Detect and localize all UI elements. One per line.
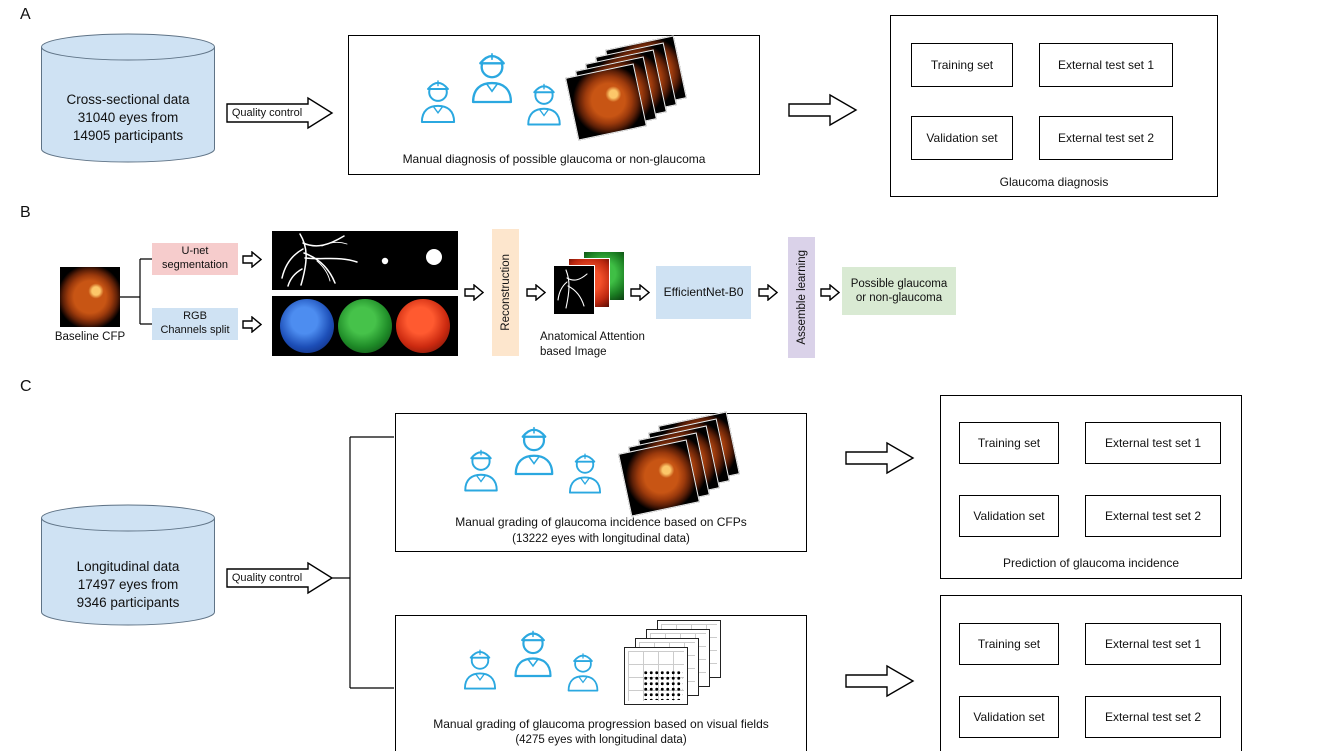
manual-diagnosis-caption: Manual diagnosis of possible glaucoma or… [402,152,706,166]
cross-sectional-data-cylinder: Cross-sectional data 31040 eyes from 149… [40,33,216,163]
external-test-set-1-box-c1: External test set 1 [1085,422,1221,464]
clinician-icon [420,79,456,123]
flow-arrow-icon [845,440,915,481]
manual-diagnosis-box: Manual diagnosis of possible glaucoma or… [348,35,760,175]
block-arrow-icon [226,96,334,130]
incidence-grading-box: Manual grading of glaucoma incidence bas… [395,411,807,552]
external-test-set-1-box-a: External test set 1 [1039,43,1173,87]
longitudinal-data-label: Longitudinal data 17497 eyes from 9346 p… [76,559,180,610]
reconstruction-box: Reconstruction [492,229,519,356]
flow-arrow-icon [242,250,263,273]
database-cylinder-icon [41,504,215,626]
flow-arrow-icon [526,283,547,306]
assemble-learning-label: Assemble learning [795,250,808,345]
database-cylinder-icon [41,33,215,163]
panel-a-label: A [20,6,31,23]
incidence-grading-subcaption: (13222 eyes with longitudinal data) [512,533,690,545]
anatomical-attention-label: Anatomical Attention based Image [540,331,645,358]
training-set-box-c1: Training set [959,422,1059,464]
external-test-set-2-box-c2: External test set 2 [1085,696,1221,738]
flow-arrow-icon [788,92,858,133]
quality-control-arrow-a: Quality control [226,96,334,130]
validation-set-box-c2: Validation set [959,696,1059,738]
progression-prediction-group: Training set External test set 1 Validat… [940,595,1242,751]
panel-b-label: B [20,204,31,221]
rgb-channels-split-box: RGB Channels split [152,308,238,340]
validation-set-box-a: Validation set [911,116,1013,160]
red-channel-icon [396,299,450,353]
flow-arrow-icon [242,315,263,338]
validation-set-box-c1: Validation set [959,495,1059,537]
flow-arrow-icon [758,283,779,306]
progression-grading-caption: Manual grading of glaucoma progression b… [433,717,769,731]
training-set-box-a: Training set [911,43,1013,87]
clinician-icon [568,453,602,494]
glaucoma-diagnosis-caption: Glaucoma diagnosis [999,175,1109,189]
assemble-learning-box: Assemble learning [788,237,815,358]
incidence-prediction-group: Training set External test set 1 Validat… [940,395,1242,579]
unet-segmentation-box: U-net segmentation [152,243,238,275]
green-channel-icon [338,299,392,353]
block-arrow-icon [226,561,334,595]
clinician-icon [527,83,561,126]
vessel-segmentation-image [272,231,458,290]
quality-control-label-c: Quality control [231,572,303,584]
quality-control-arrow-c: Quality control [226,561,334,595]
efficientnet-box: EfficientNet-B0 [656,266,751,319]
baseline-cfp-label: Baseline CFP [54,331,126,343]
quality-control-label-a: Quality control [231,107,303,119]
visual-field-stack [624,620,754,712]
external-test-set-2-box-c1: External test set 2 [1085,495,1221,537]
fundus-photo [618,439,700,517]
progression-grading-box: Manual grading of glaucoma progression b… [395,615,807,751]
progression-grading-subcaption: (4275 eyes with longitudinal data) [515,734,687,746]
cross-sectional-data-label: Cross-sectional data 31040 eyes from 149… [66,92,190,143]
external-test-set-2-box-a: External test set 2 [1039,116,1173,160]
visual-field-dots [643,670,683,700]
vessel-map-thumb [554,266,594,314]
anatomical-attention-image [554,252,628,316]
panel-c-label: C [20,378,32,395]
visual-field-chart [624,647,688,705]
baseline-cfp-image [60,267,120,327]
blue-channel-icon [280,299,334,353]
longitudinal-data-cylinder: Longitudinal data 17497 eyes from 9346 p… [40,504,216,626]
incidence-prediction-caption: Prediction of glaucoma incidence [1002,556,1180,570]
fundus-photo [565,63,647,141]
glaucoma-diagnosis-group: Training set External test set 1 Validat… [890,15,1218,197]
outcome-box: Possible glaucoma or non-glaucoma [842,267,956,315]
clinician-icon [514,630,552,678]
incidence-grading-caption: Manual grading of glaucoma incidence bas… [455,515,747,529]
reconstruction-label: Reconstruction [499,254,512,331]
clinician-icon [471,52,513,104]
fundus-photo-stack [618,411,754,518]
clinician-icon [567,652,599,692]
training-set-box-c2: Training set [959,623,1059,665]
rgb-channels-image [272,296,458,356]
clinician-icon [464,449,498,492]
external-test-set-1-box-c2: External test set 1 [1085,623,1221,665]
flow-arrow-icon [630,283,651,306]
flow-arrow-icon [845,663,915,704]
flow-arrow-icon [820,283,841,306]
flow-arrow-icon [464,283,485,306]
clinician-icon [514,426,554,476]
fundus-photo-stack [565,35,701,146]
clinician-icon [463,649,497,690]
